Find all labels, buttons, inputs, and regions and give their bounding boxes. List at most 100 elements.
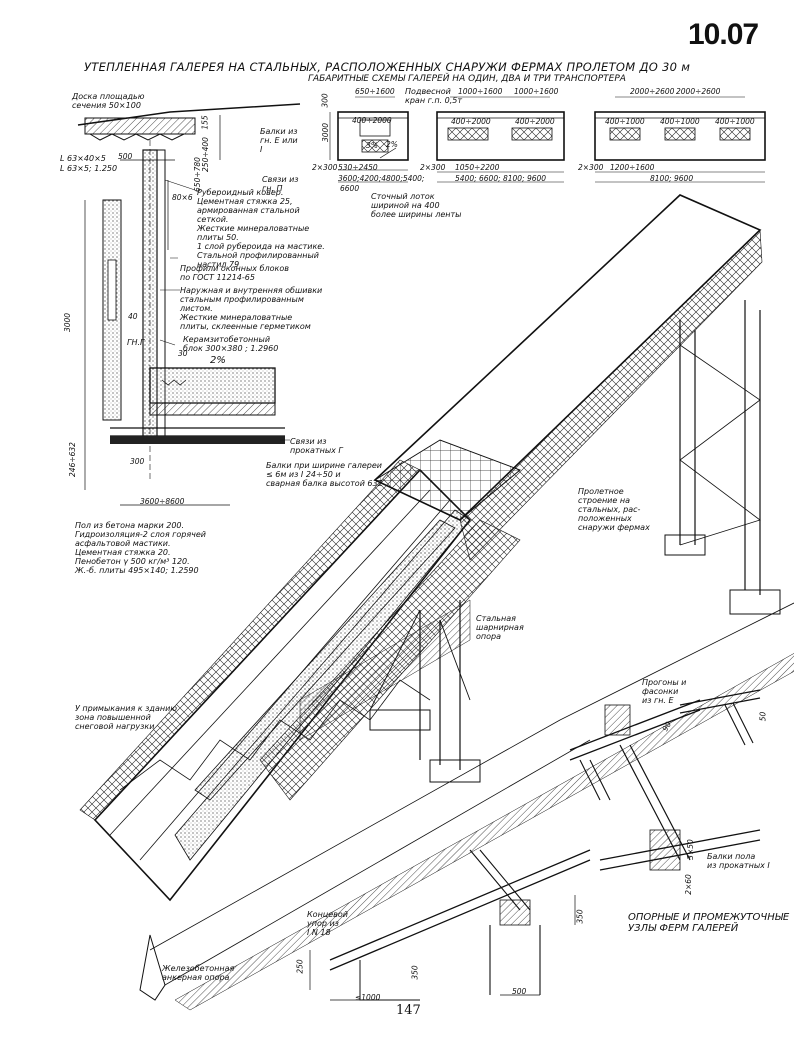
floor-line: Пенобетон γ 500 кг/м³ 120.	[75, 557, 190, 566]
dim-350: 350	[575, 909, 585, 924]
s1-top: 650÷1600	[355, 87, 395, 96]
building-line: У примыкания к зданию	[75, 704, 178, 713]
dim-1000: ≤1000	[355, 993, 381, 1002]
floor-beams-line: Балки при ширине галереи	[266, 461, 382, 470]
s3-bot1: 1200÷1600	[610, 163, 655, 172]
drain-note: Сточный лоток шириной на 400 более ширин…	[371, 192, 461, 219]
stop-note: Концевой упор из I N 18	[307, 910, 348, 937]
floor-line: Пол из бетона марки 200.	[75, 521, 185, 530]
purlins-line: из гн. Е	[642, 696, 674, 705]
windows-note: Профили оконных блоков по ГОСТ 11214-65	[180, 264, 289, 282]
s2-left: 2×300	[420, 163, 446, 172]
s3-top2: 2000÷2600	[676, 87, 721, 96]
roof-line: Рубероидный ковер.	[197, 188, 284, 197]
cladding-line: Наружная и внутренняя обшивки	[180, 286, 323, 295]
ties-note: Связи из гн. П	[262, 175, 299, 193]
s3-left: 2×300	[578, 163, 604, 172]
windows-line: по ГОСТ 11214-65	[180, 273, 255, 282]
s3-inner3: 400÷1000	[715, 117, 755, 126]
span-line: стальных, рас-	[578, 505, 641, 514]
s1-300: 300	[320, 93, 330, 108]
roof-line: 1 слой рубероида на мастике.	[197, 242, 325, 251]
roof-line: Стальной профилированный	[197, 251, 319, 260]
s3-inner2: 400÷1000	[660, 117, 700, 126]
purlins-note: Прогоны и фасонки из гн. Е	[642, 678, 686, 705]
dim-3000: 3000	[63, 312, 73, 333]
support-note: Стальная шарнирная опора	[476, 614, 524, 641]
dim-3x50: 3×50	[685, 839, 695, 860]
s1-slope: 2%	[386, 140, 398, 149]
s1-total: 6600	[340, 184, 360, 193]
block-line: Керамзитобетонный	[183, 335, 271, 344]
floor-line: Цементная стяжка 20.	[75, 548, 171, 557]
roof-layers: Рубероидный ковер. Цементная стяжка 25, …	[197, 188, 325, 269]
sheet-number: 10.07	[688, 18, 759, 51]
ties-rolled-line: Связи из	[290, 437, 327, 446]
s3-top1: 2000÷2600	[630, 87, 675, 96]
page-number: 147	[396, 1003, 421, 1018]
s2-bot2: 5400; 6600; 8100; 9600	[455, 174, 547, 183]
s1-bot2: 3600;4200;4800;5400;	[338, 174, 425, 183]
roof-line: настил 79	[197, 260, 240, 269]
s2-bot1: 1050÷2200	[455, 163, 500, 172]
isometric-gallery	[79, 194, 794, 1011]
gn-label: ГН.Г	[127, 338, 145, 347]
span-line: строение на	[578, 496, 630, 505]
floor-beams-detail-note: Балки пола из прокатных I	[707, 852, 770, 870]
drain-line: шириной на 400	[371, 201, 440, 210]
floor-beams-note: Балки при ширине галереи ≤ 6м из I 24÷50…	[266, 461, 383, 488]
s1-crane: Подвесной кран г.п. 0,5т	[405, 87, 462, 105]
stop-line: Концевой	[307, 910, 348, 919]
s1-crane-line: Подвесной	[405, 87, 451, 96]
s1-h: 3000	[321, 122, 331, 143]
floor-line: асфальтовой мастики.	[75, 539, 171, 548]
anchor-line: Железобетонная	[162, 964, 235, 973]
roof-line: Жесткие минераловатные	[197, 224, 310, 233]
support-line: шарнирная	[476, 623, 524, 632]
dim-40: 40	[128, 312, 138, 321]
roof-line: Цементная стяжка 25,	[197, 197, 293, 206]
s2-top2: 1000÷1600	[514, 87, 559, 96]
floor-line: Гидроизоляция-2 слоя горячей	[75, 530, 207, 539]
s1-crane-line: кран г.п. 0,5т	[405, 96, 463, 105]
block-note: Керамзитобетонный блок 300×380 ; 1.2960	[183, 335, 278, 353]
dim-250-400: 250÷400	[200, 137, 210, 172]
dim-300: 300	[130, 457, 145, 466]
dim-50: 50	[758, 711, 768, 722]
drain-line: более ширины ленты	[371, 210, 462, 219]
page-title: УТЕПЛЕННАЯ ГАЛЕРЕЯ НА СТАЛЬНЫХ, РАСПОЛОЖ…	[84, 60, 691, 74]
stop-line: упор из	[307, 919, 339, 928]
s2-inner2: 400÷2000	[515, 117, 555, 126]
purlins-line: фасонки	[642, 687, 679, 696]
cladding-line: стальным профилированным	[180, 295, 304, 304]
s2-top1: 1000÷1600	[458, 87, 503, 96]
gabarit-scheme-1	[329, 96, 409, 183]
s3-bot2: 8100; 9600	[650, 174, 694, 183]
block-line: блок 300×380 ; 1.2960	[183, 344, 279, 353]
stop-line: I N 18	[307, 928, 331, 937]
windows-line: Профили оконных блоков	[180, 264, 289, 273]
anchor-note: Железобетонная анкерная опора	[162, 964, 234, 982]
cladding-line: Жесткие минераловатные	[180, 313, 293, 322]
s1-bot1: 530÷2450	[338, 163, 378, 172]
dim-350b: 350	[410, 965, 420, 980]
dim-span: 3600÷8600	[140, 497, 185, 506]
ties-rolled-line: прокатных Г	[290, 446, 343, 455]
span-line: положенных	[578, 514, 632, 523]
span-note: Пролетное строение на стальных, рас- пол…	[578, 487, 650, 532]
caption-line: УЗЛЫ ФЕРМ ГАЛЕРЕЙ	[628, 923, 739, 934]
floor-beams-detail-line: из прокатных I	[707, 861, 770, 870]
span-line: Пролетное	[578, 487, 624, 496]
details-caption: ОПОРНЫЕ И ПРОМЕЖУТОЧНЫЕ УЗЛЫ ФЕРМ ГАЛЕРЕ…	[628, 912, 789, 934]
angle-label-1: L 63×40×5	[60, 154, 106, 163]
caption-line: ОПОРНЫЕ И ПРОМЕЖУТОЧНЫЕ	[628, 912, 790, 923]
floor-layers: Пол из бетона марки 200. Гидроизоляция-2…	[75, 521, 206, 575]
slope-label: 2%	[210, 355, 226, 366]
dim-155: 155	[200, 115, 210, 130]
cladding-line: плиты, склеенные герметиком	[180, 322, 311, 331]
drain-line: Сточный лоток	[371, 192, 435, 201]
roof-line: плиты 50.	[197, 233, 239, 242]
board-label: Доска площадью сечения 50×100	[72, 92, 145, 110]
page-subtitle: ГАБАРИТНЫЕ СХЕМЫ ГАЛЕРЕЙ НА ОДИН, ДВА И …	[308, 74, 626, 84]
gabarit-scheme-2	[436, 96, 565, 183]
